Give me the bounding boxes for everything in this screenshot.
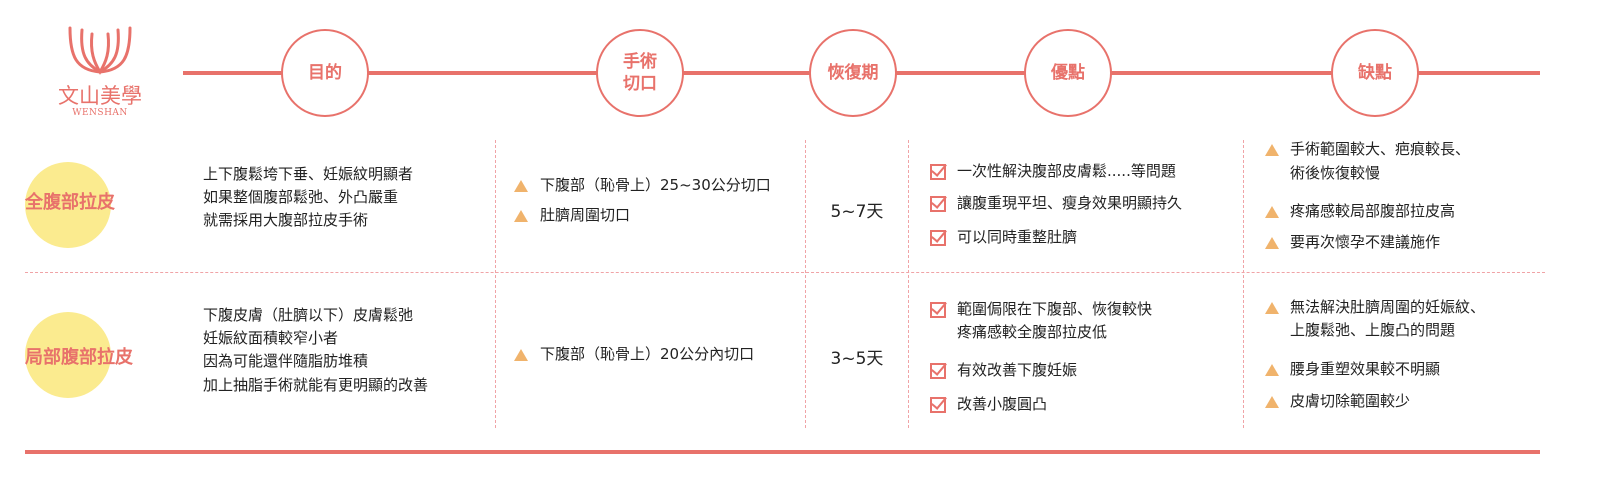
purpose-line: 因為可能還伴隨脂肪堆積 [203,352,369,370]
incision-item: 下腹部（恥骨上）20公分內切口 [540,345,755,363]
con-item: 手術範圍較大、疤痕較長、 [1290,140,1471,158]
triangle-bullet-icon [1265,302,1279,314]
purpose-line: 妊娠紋面積較窄小者 [203,329,339,347]
triangle-bullet-icon [514,349,528,361]
header-incision: 手術 切口 [596,29,684,117]
header-recovery: 恢復期 [809,29,897,117]
triangle-bullet-icon [1265,364,1279,376]
header-purpose: 目的 [281,29,369,117]
logo-subtitle: WENSHAN [72,108,128,118]
header-cons: 缺點 [1331,29,1419,117]
pro-item: 可以同時重整肚臍 [957,228,1078,246]
logo-name: 文山美學 [58,84,142,108]
recovery-period: 3~5天 [830,349,884,369]
triangle-bullet-icon [1265,396,1279,408]
recovery-period: 5~7天 [830,202,884,222]
column-divider [495,140,496,428]
pro-item: 疼痛感較全腹部拉皮低 [957,323,1108,341]
highlight-circle [25,312,111,398]
con-item: 要再次懷孕不建議施作 [1290,233,1441,251]
pro-item: 一次性解決腹部皮膚鬆.....等問題 [957,162,1176,180]
purpose-line: 上下腹鬆垮下垂、妊娠紋明顯者 [203,165,414,183]
checkbox-icon [930,397,946,413]
con-item: 無法解決肚臍周圍的妊娠紋、 [1290,298,1486,316]
triangle-bullet-icon [1265,144,1279,156]
pro-item: 有效改善下腹妊娠 [957,361,1078,379]
checkbox-icon [930,164,946,180]
purpose-line: 加上抽脂手術就能有更明顯的改善 [203,376,429,394]
con-item: 疼痛感較局部腹部拉皮高 [1290,202,1456,220]
incision-item: 肚臍周圍切口 [540,206,631,224]
purpose-line: 如果整個腹部鬆弛、外凸嚴重 [203,188,399,206]
checkbox-icon [930,230,946,246]
con-item: 皮膚切除範圍較少 [1290,392,1411,410]
con-item: 術後恢復較慢 [1290,164,1381,182]
bottom-line [25,450,1540,454]
checkbox-icon [930,196,946,212]
triangle-bullet-icon [1265,237,1279,249]
purpose-line: 下腹皮膚（肚臍以下）皮膚鬆弛 [203,306,414,324]
pro-item: 改善小腹圓凸 [957,395,1048,413]
checkbox-icon [930,302,946,318]
triangle-bullet-icon [514,180,528,192]
pro-item: 範圍侷限在下腹部、恢復較快 [957,300,1153,318]
row-divider [25,272,1545,273]
pro-item: 讓腹重現平坦、瘦身效果明顯持久 [957,194,1183,212]
column-divider [805,140,806,428]
column-divider [908,140,909,428]
column-divider [1243,140,1244,428]
con-item: 腰身重塑效果較不明顯 [1290,360,1441,378]
row-label: 局部腹部拉皮 [25,347,133,368]
row-label: 全腹部拉皮 [25,192,115,213]
triangle-bullet-icon [1265,206,1279,218]
incision-item: 下腹部（恥骨上）25~30公分切口 [540,176,771,194]
header-pros: 優點 [1024,29,1112,117]
checkbox-icon [930,363,946,379]
con-item: 上腹鬆弛、上腹凸的問題 [1290,321,1456,339]
highlight-circle [25,162,111,248]
triangle-bullet-icon [514,210,528,222]
logo-mark-icon [68,26,132,75]
purpose-line: 就需採用大腹部拉皮手術 [203,211,369,229]
